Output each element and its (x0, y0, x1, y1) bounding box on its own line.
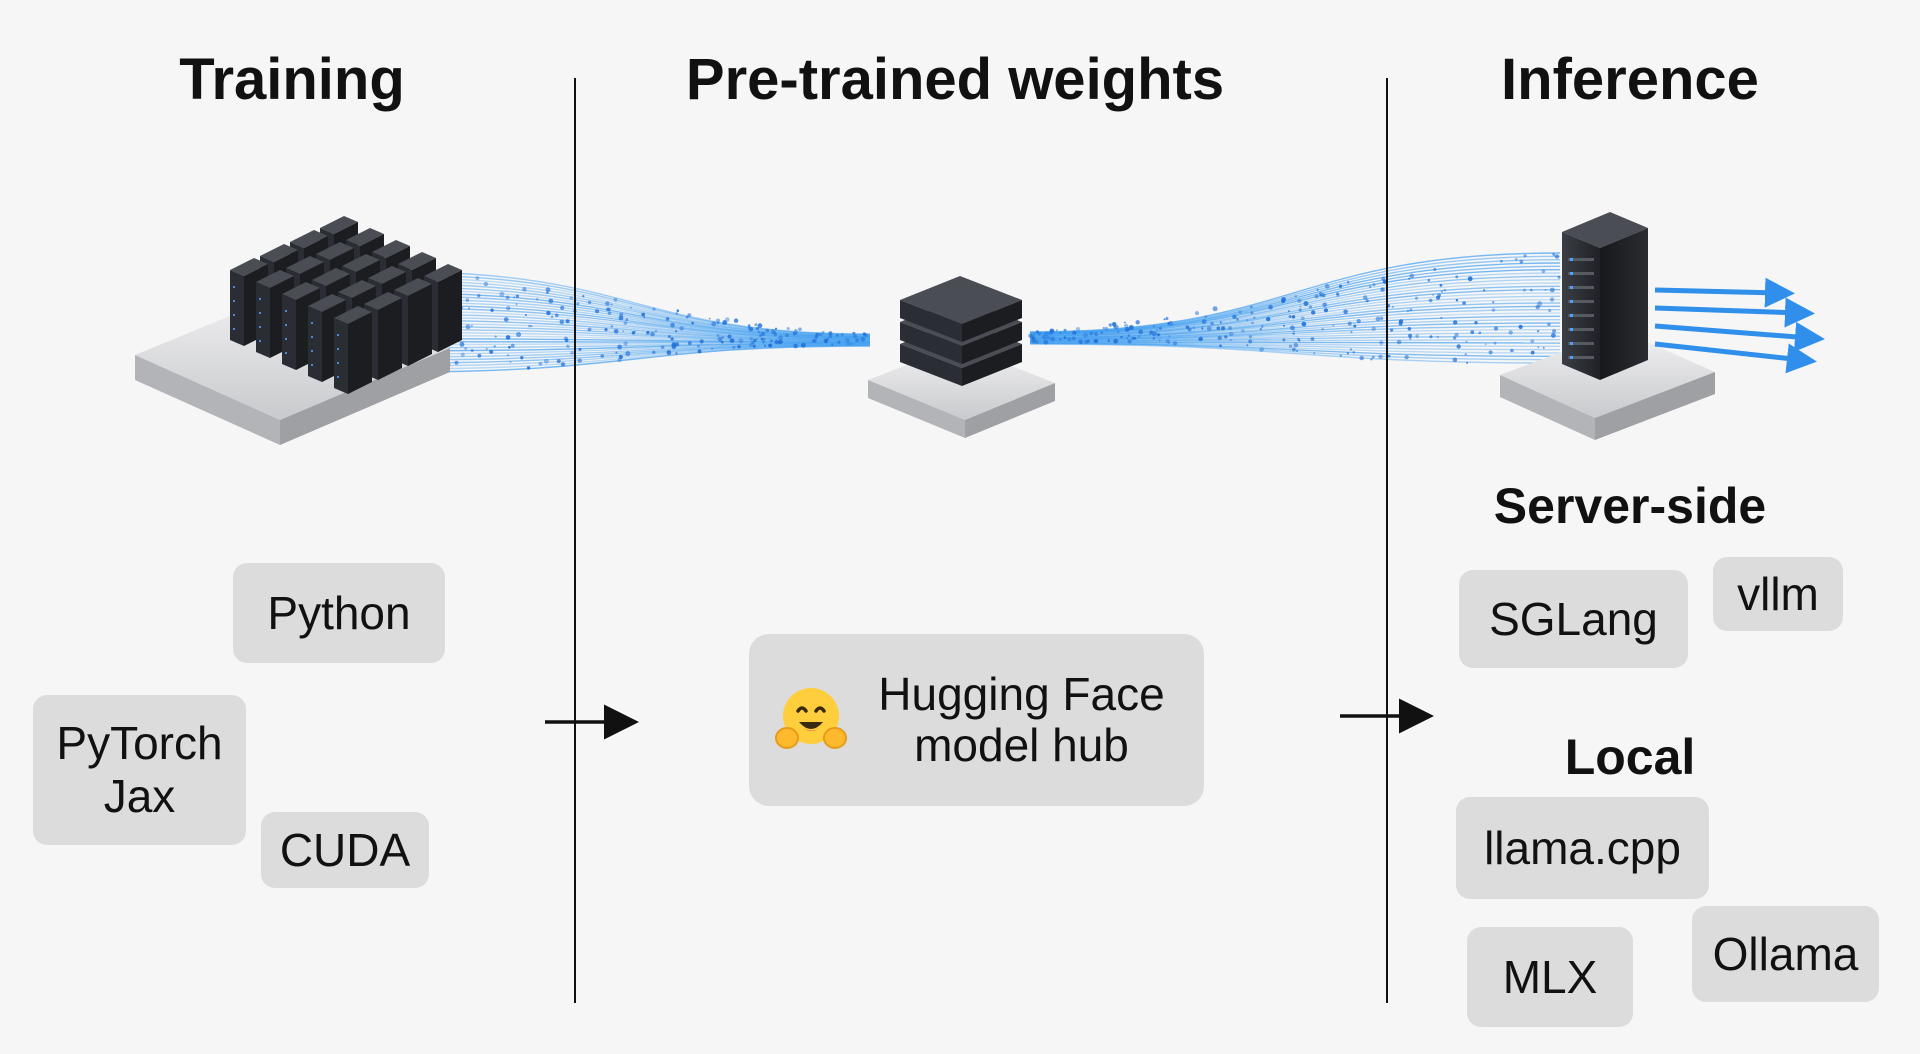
divider-right (1386, 78, 1388, 1003)
server-rack-icon (1500, 212, 1715, 440)
weights-stack-icon (868, 276, 1055, 438)
chip-sglang: SGLang (1459, 570, 1688, 668)
chip-cuda: CUDA (261, 812, 429, 888)
chip-ollama-label: Ollama (1712, 927, 1859, 980)
chip-sglang-label: SGLang (1489, 592, 1658, 645)
hub-line-2: model hub (914, 719, 1129, 771)
output-arrows-icon (1654, 277, 1825, 374)
divider-left (574, 78, 576, 1003)
heading-pretrained-weights: Pre-trained weights (685, 47, 1225, 112)
chip-pytorch-jax: PyTorch Jax (33, 695, 246, 845)
chip-mlx-label: MLX (1502, 950, 1598, 1003)
chip-ollama: Ollama (1692, 906, 1879, 1002)
heading-inference: Inference (1501, 47, 1759, 112)
heading-training: Training (179, 47, 405, 112)
chip-python-label: Python (267, 586, 411, 639)
hugging-face-hub-card: Hugging Face model hub (749, 634, 1204, 806)
chip-cuda-label: CUDA (279, 823, 411, 876)
chip-jax-label: Jax (103, 770, 176, 822)
chip-python: Python (233, 563, 445, 663)
chip-llama-cpp-label: llama.cpp (1484, 821, 1681, 874)
hugging-face-emoji-icon (775, 688, 847, 749)
server-side-heading: Server-side (1493, 478, 1767, 534)
chip-llama-cpp: llama.cpp (1456, 797, 1709, 899)
local-heading: Local (1564, 729, 1696, 785)
hub-label: Hugging Face model hub (849, 669, 1204, 770)
chip-pytorch-label: PyTorch (56, 717, 223, 770)
chip-mlx: MLX (1467, 927, 1633, 1027)
gpu-cluster-icon (135, 216, 462, 445)
chip-vllm-label: vllm (1737, 567, 1819, 620)
hub-line-1: Hugging Face (878, 668, 1165, 721)
chip-vllm: vllm (1713, 557, 1843, 631)
